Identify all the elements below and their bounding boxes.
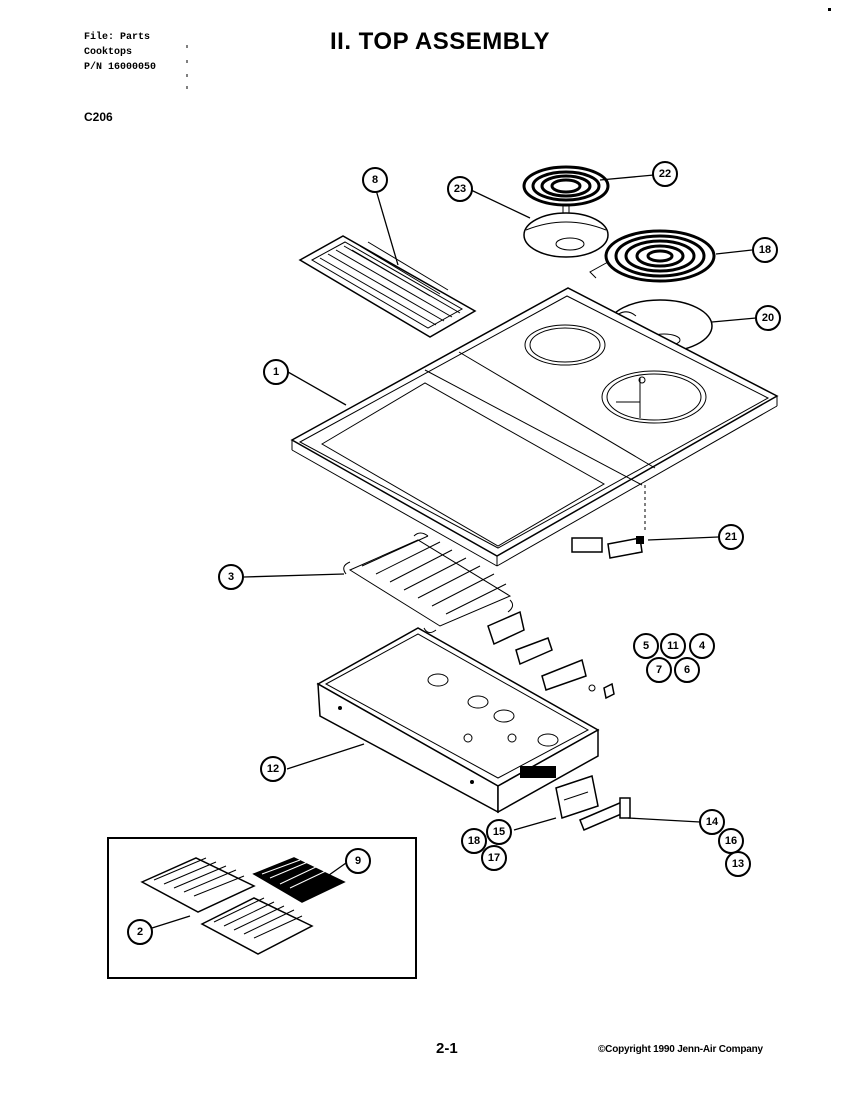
callout-5: 5 — [633, 633, 659, 659]
svg-text:5: 5 — [643, 640, 649, 652]
copyright-notice: ©Copyright 1990 Jenn-Air Company — [598, 1044, 763, 1055]
cooktop-frame — [290, 287, 779, 567]
accessory-inset-box — [107, 837, 417, 979]
svg-text:1: 1 — [273, 366, 279, 378]
svg-text:4: 4 — [699, 640, 706, 652]
svg-text:18: 18 — [759, 244, 771, 256]
svg-text:14: 14 — [706, 816, 719, 828]
callout-11: 11 — [660, 633, 686, 659]
callout-23: 23 — [447, 176, 473, 202]
svg-text:20: 20 — [762, 312, 774, 324]
callout-8: 8 — [362, 167, 388, 193]
file-header: File: Parts Cooktops P/N 16000050 — [84, 30, 156, 75]
callout-13: 13 — [725, 851, 751, 877]
svg-text:3: 3 — [228, 571, 234, 583]
receptacle-assembly — [555, 775, 631, 831]
callout-1: 1 — [263, 359, 289, 385]
grill-heating-element — [343, 532, 525, 646]
callout-9: 9 — [345, 848, 371, 874]
callout-3: 3 — [218, 564, 244, 590]
callout-4: 4 — [689, 633, 715, 659]
svg-text:2: 2 — [137, 926, 143, 938]
terminal-block — [571, 485, 646, 559]
model-code: C206 — [84, 110, 113, 124]
svg-text:9: 9 — [355, 855, 361, 867]
svg-text:18: 18 — [468, 835, 480, 847]
svg-text:23: 23 — [454, 183, 466, 195]
svg-text:21: 21 — [725, 531, 737, 543]
grille-part — [298, 235, 477, 338]
callout-21: 21 — [718, 524, 744, 550]
callout-7: 7 — [646, 657, 672, 683]
callout-15: 15 — [486, 819, 512, 845]
callout-18-top: 18 — [752, 237, 778, 263]
drip-pan — [316, 627, 600, 814]
svg-text:13: 13 — [732, 858, 744, 870]
callout-16: 16 — [718, 828, 744, 854]
svg-text:22: 22 — [659, 168, 671, 180]
callout-14: 14 — [699, 809, 725, 835]
callout-12: 12 — [260, 756, 286, 782]
page-title: II. TOP ASSEMBLY — [330, 28, 551, 55]
part-number-line: P/N 16000050 — [84, 62, 157, 73]
grill-rock-tray — [252, 857, 346, 903]
callout-20: 20 — [755, 305, 781, 331]
callout-22: 22 — [652, 161, 678, 187]
svg-text:8: 8 — [372, 174, 378, 186]
grill-grate-left — [140, 857, 314, 955]
callout-6: 6 — [674, 657, 700, 683]
surface-element-large — [589, 229, 716, 283]
svg-text:7: 7 — [656, 664, 662, 676]
svg-text:15: 15 — [493, 826, 505, 838]
page-number: 2-1 — [436, 1040, 458, 1057]
drip-bowl-small — [523, 212, 609, 258]
svg-text:17: 17 — [488, 852, 500, 864]
surface-element-top — [522, 165, 610, 216]
callout-18-bottom: 18 — [461, 828, 487, 854]
svg-text:12: 12 — [267, 763, 279, 775]
svg-text:16: 16 — [725, 835, 737, 847]
callout-2: 2 — [127, 919, 153, 945]
file-line: File: Parts — [84, 32, 151, 43]
category-line: Cooktops — [84, 47, 133, 58]
callout-17: 17 — [481, 845, 507, 871]
svg-text:11: 11 — [667, 640, 679, 652]
svg-text:6: 6 — [684, 664, 690, 676]
switch-hardware — [515, 637, 615, 700]
